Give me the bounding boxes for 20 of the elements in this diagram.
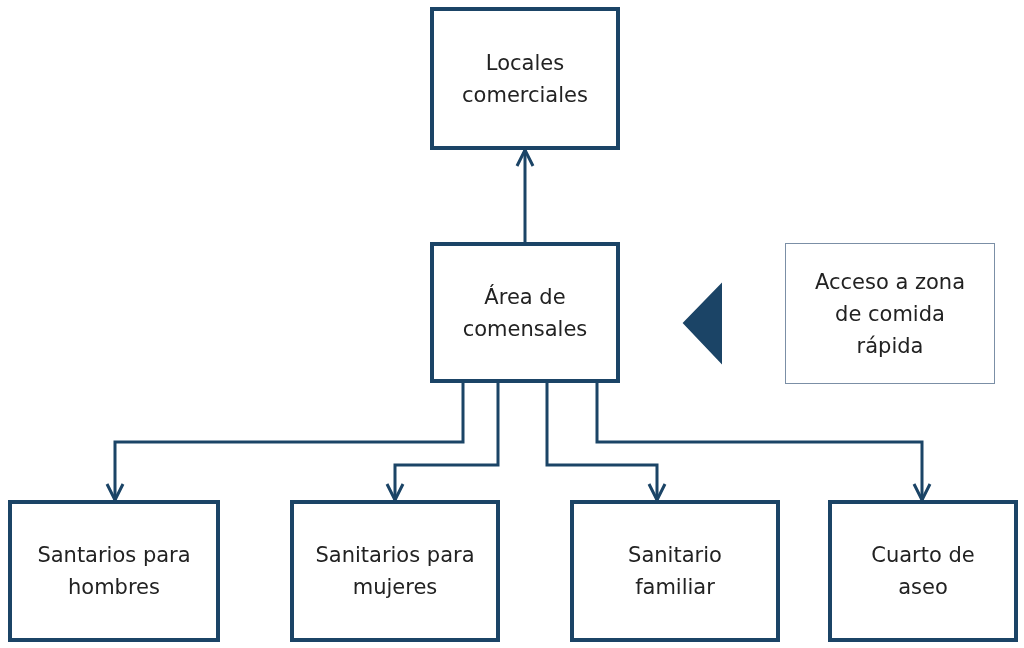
process-box — [828, 500, 1018, 642]
process-box — [570, 500, 780, 642]
box-label: Sanitario familiar — [627, 542, 723, 601]
process-box — [430, 7, 620, 150]
box-label: Sanitarios para mujeres — [314, 542, 476, 601]
process-box — [290, 500, 500, 642]
arrow — [385, 383, 500, 502]
chevron-arrow — [682, 282, 722, 365]
box-label: Santarios para hombres — [36, 542, 192, 601]
arrow — [515, 148, 535, 242]
note-box — [785, 243, 995, 384]
arrow — [105, 383, 465, 502]
arrow — [545, 383, 667, 502]
box-label: Área de comensales — [461, 283, 589, 343]
arrow — [595, 383, 932, 502]
process-box — [8, 500, 220, 642]
box-label: Cuarto de aseo — [870, 542, 976, 601]
process-box — [430, 242, 620, 383]
box-label: Acceso a zona de comida rápida — [813, 268, 967, 360]
box-label: Locales comerciales — [461, 49, 589, 109]
